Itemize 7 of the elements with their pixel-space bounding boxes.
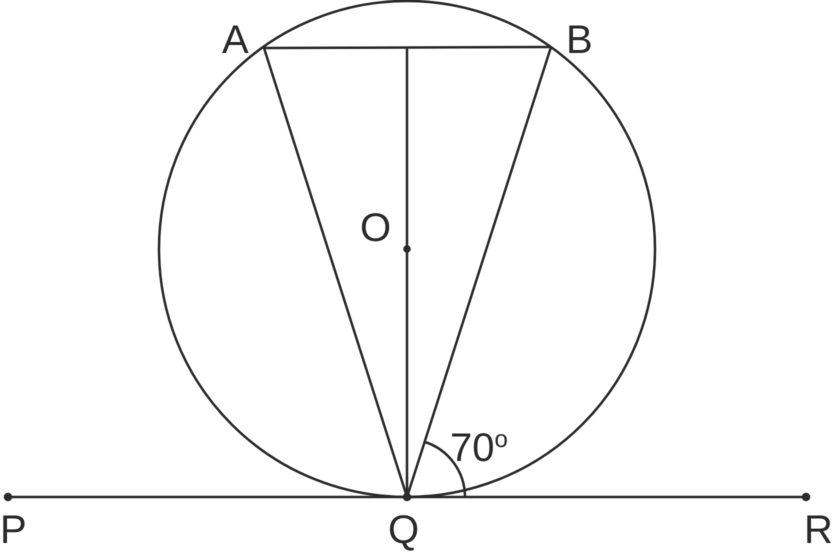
angle-label: 70$^{o}$ [450,428,508,472]
point-label: P [0,510,27,550]
point-label: B [566,20,593,60]
point-label: O [360,208,392,248]
point-label: R [804,510,832,550]
point-label: Q [388,510,420,550]
point-label: A [222,20,249,60]
